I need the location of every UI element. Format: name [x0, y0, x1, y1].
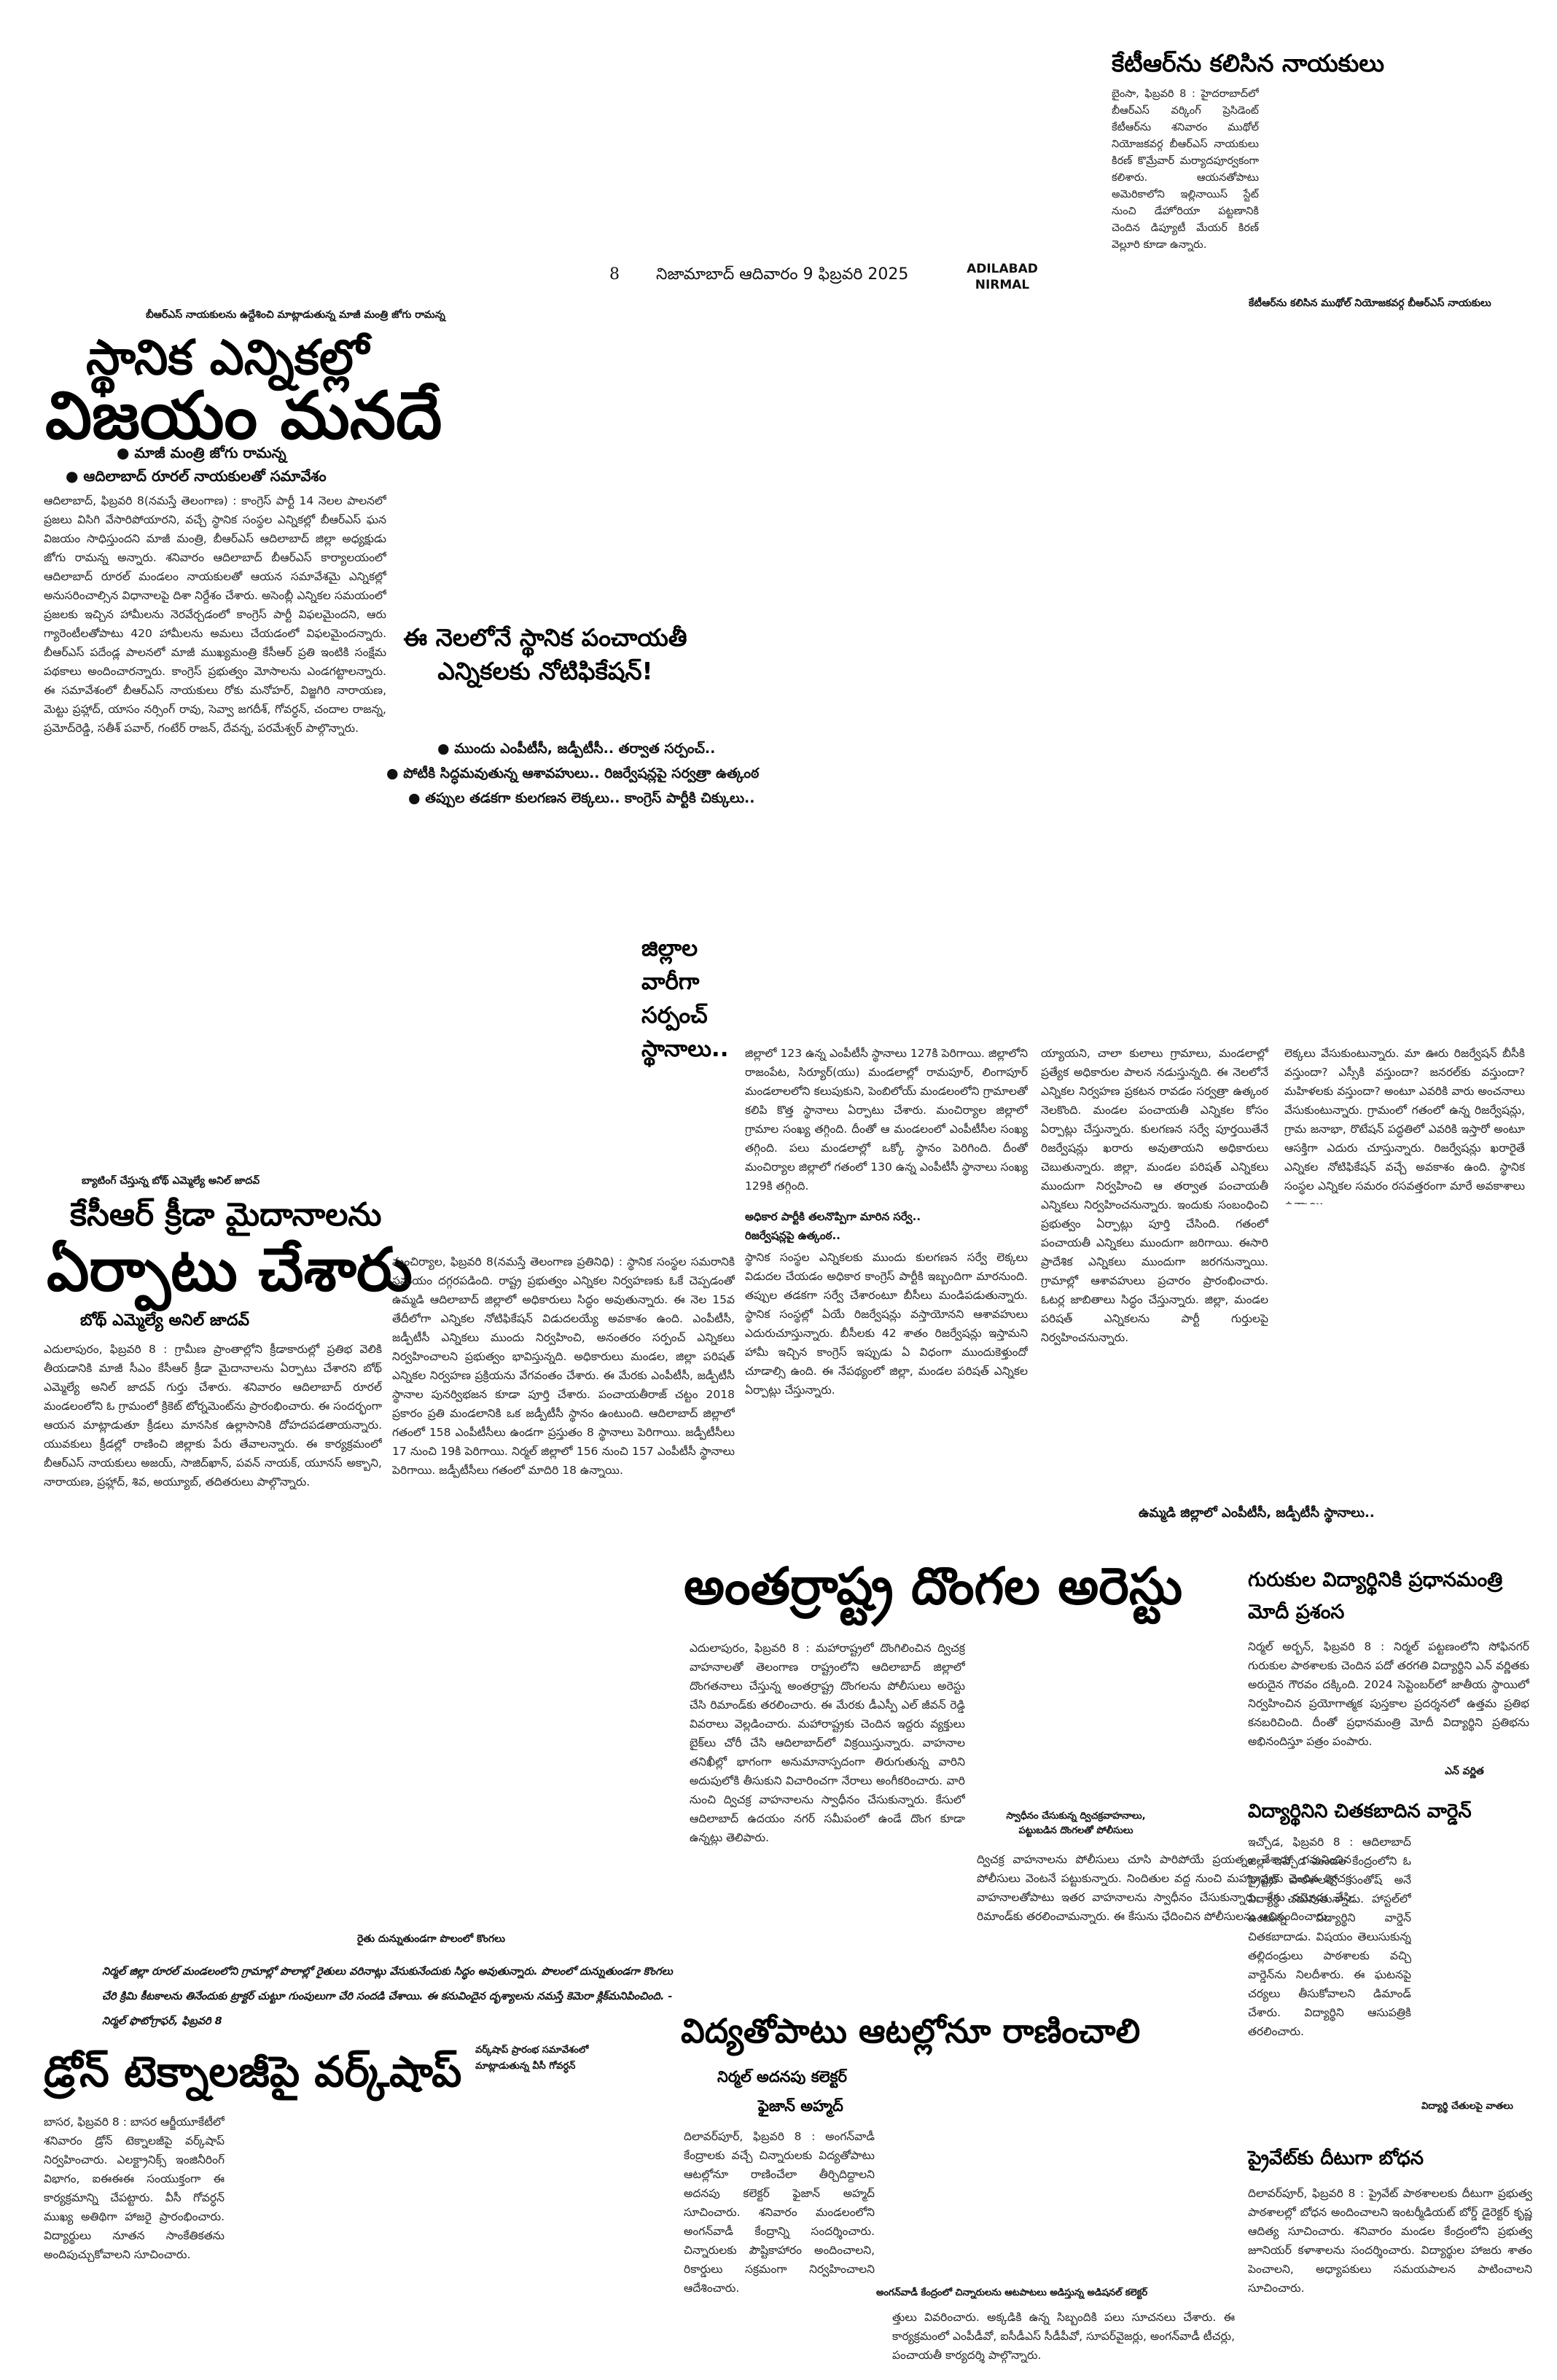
private-headline: ప్రైవేట్‌కు దీటుగా బోధన	[1248, 2147, 1424, 2169]
study-body: దిలావర్‌పూర్, ఫిబ్రవరి 8 : అంగన్‌వాడీ కే…	[684, 2130, 875, 2295]
jogu-kicker: స్థానిక ఎన్నికల్లో	[86, 329, 369, 386]
drone-photo-caption: వర్క్‌షాప్ ప్రారంభ సమావేశంలో మాట్లాడుతున…	[475, 2045, 589, 2072]
panchayat-headline: ఈ నెలలోనే స్థానిక పంచాయతీ ఎన్నికలకు నోటి…	[403, 623, 687, 685]
cranes-photo-caption: రైతు దున్నుతుండగా పొలంలో కొంగలు	[357, 1933, 505, 1945]
warden-photo-caption: విద్యార్థి చేతులపై వాతలు	[1421, 2101, 1513, 2112]
page-number: 8	[609, 265, 620, 284]
edition-label: ADILABAD NIRMAL	[967, 262, 1038, 292]
kcr-kicker: కేసీఆర్ క్రీడా మైదానాలను	[70, 1196, 382, 1233]
study-headline: విద్యతోపాటు ఆటల్లోనూ రాణించాలి	[681, 2011, 1141, 2051]
ktr-headline: కేటీఆర్‌ను కలిసిన నాయకులు	[1112, 49, 1385, 77]
panchayat-body-col2: య్యాయని, చాలా కులాలు గ్రామాలు, మండలాల్లో…	[1041, 1047, 1268, 1344]
thieves-headline: అంతర్రాష్ట్ర దొంగల అరెస్టు	[684, 1556, 1183, 1616]
gurukul-body: నిర్మల్ అర్బన్, ఫిబ్రవరి 8 : నిర్మల్ పట్…	[1248, 1640, 1529, 1748]
panchayat-sub-3: తప్పుల తడకగా కులగణన లెక్కలు.. కాంగ్రెస్ …	[408, 787, 754, 809]
thieves-body: ఎదులాపురం, ఫిబ్రవరి 8 : మహారాష్ట్రలో దొం…	[690, 1642, 965, 1844]
panchayat-body-col1b: స్థానిక సంస్థల ఎన్నికలకు ముందు కులగణన సర…	[745, 1251, 1028, 1397]
jogu-photo-caption: బీఆర్‌ఎస్ నాయకులను ఉద్దేశించి మాట్లాడుతు…	[146, 309, 445, 321]
thieves-photo-caption: స్వాధీనం చేసుకున్న ద్విచక్రవాహనాలు, పట్ట…	[1006, 1811, 1146, 1836]
mptc-table-caption: ఉమ్మడి జిల్లాలో ఎంపీటీసీ, జడ్పీటీసీ స్థా…	[1139, 1505, 1375, 1521]
jogu-body: ఆదిలాబాద్, ఫిబ్రవరి 8(నమస్తే తెలంగాణ) : …	[44, 494, 386, 735]
study-photo-caption: అంగన్‌వాడీ కేంద్రంలో చిన్నారులను ఆటపాటలు…	[876, 2287, 1148, 2298]
jogu-headline: విజయం మనదే	[45, 378, 442, 454]
kcr-photo-caption: బ్యాటింగ్ చేస్తున్న బోథ్ ఎమ్మెల్యే అనిల్…	[82, 1175, 260, 1187]
gurukul-photo-caption: ఎన్ వర్ణిత	[1445, 1766, 1484, 1777]
panchayat-sub-2: పోటీకి సిద్ధమవుతున్న ఆశావహులు.. రిజర్వేష…	[386, 762, 759, 784]
jogu-sub-2: ఆదిలాబాద్ రూరల్ నాయకులతో సమావేశం	[66, 465, 326, 487]
kcr-byline: బోథ్ ఎమ్మెల్యే అనిల్ జాదవ్	[80, 1311, 250, 1330]
dateline: నిజామాబాద్ ఆదివారం 9 ఫిబ్రవరి 2025	[656, 265, 909, 284]
ktr-body: బైంసా, ఫిబ్రవరి 8 : హైదరాబాద్‌లో బీఆర్‌ఎ…	[1112, 88, 1259, 251]
district-wise-heading: జిల్లాల వారీగా సర్పంచ్ స్థానాలు..	[641, 935, 729, 1062]
private-body: దిలావర్‌పూర్, ఫిబ్రవరి 8 : ప్రైవేట్ పాఠశ…	[1248, 2187, 1532, 2295]
study-body-b: త్తులు వివరించారు. అక్కడికి ఉన్న సిబ్బంద…	[892, 2311, 1235, 2362]
panchayat-inner-heading: అధికార పార్టీకి తలనొప్పిగా మారిన సర్వే..…	[745, 1210, 921, 1242]
kcr-body: ఎదులాపురం, ఫిబ్రవరి 8 : గ్రామీణ ప్రాంతాల…	[44, 1343, 382, 1489]
panchayat-body-col3: లెక్కలు వేసుకుంటున్నారు. మా ఊరు రిజర్వేష…	[1284, 1047, 1525, 1204]
jogu-sub-1: మాజీ మంత్రి జోగు రామన్న	[117, 442, 286, 464]
thieves-body-b: ద్విచక్ర వాహనాలను పోలీసులు చూసి పారిపోయే…	[977, 1853, 1351, 1923]
mancherial-body: మంచిర్యాల, ఫిబ్రవరి 8(నమస్తే తెలంగాణ ప్ర…	[392, 1255, 735, 1477]
study-byline-2: ఫైజాన్ అహ్మద్	[758, 2097, 843, 2115]
drone-headline: డ్రోన్ టెక్నాలజీపై వర్క్‌షాప్	[44, 2047, 462, 2096]
warden-headline: విద్యార్థినిని చితకబాదిన వార్డెన్	[1248, 1800, 1472, 1822]
kcr-headline: ఏర్పాటు చేశారు	[47, 1236, 413, 1305]
panchayat-body-col1: జిల్లాలో 123 ఉన్న ఎంపీటీసీ స్థానాలు 127క…	[745, 1047, 1028, 1193]
warden-body: ఇచ్చోడ, ఫిబ్రవరి 8 : ఆదిలాబాద్ జిల్లా ఇచ…	[1248, 1835, 1411, 2038]
panchayat-sub-1: ముందు ఎంపీటీసీ, జడ్పీటీసీ.. తర్వాత సర్పం…	[437, 738, 715, 760]
cranes-caption-body: నిర్మల్ జిల్లా రూరల్ మండలంలోని గ్రామాల్ల…	[102, 1966, 673, 2027]
drone-body: బాసర, ఫిబ్రవరి 8 : బాసర ఆర్జీయూకేటీలో శన…	[44, 2115, 225, 2261]
ktr-photo-caption: కేటీఆర్‌ను కలిసిన ముథోల్ నియోజకవర్గ బీఆర…	[1249, 297, 1491, 309]
study-byline-1: నిర్మల్ అదనపు కలెక్టర్	[717, 2068, 847, 2086]
gurukul-headline: గురుకుల విద్యార్థినికి ప్రధానమంత్రి మోదీ…	[1248, 1569, 1503, 1623]
